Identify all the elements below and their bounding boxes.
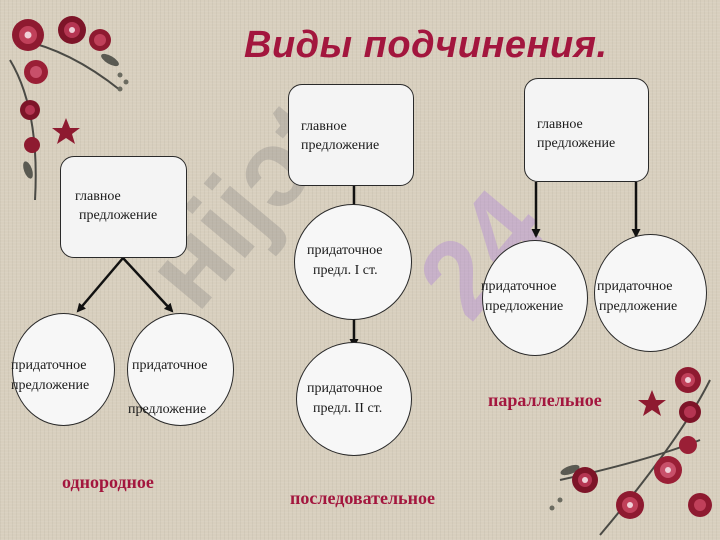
subordinate-line1: придаточное bbox=[11, 358, 87, 373]
caption-sequential: последовательное bbox=[290, 488, 435, 508]
caption-parallel: параллельное bbox=[488, 390, 602, 410]
caption-homogeneous: однородное bbox=[62, 472, 154, 492]
flower-icon bbox=[688, 493, 712, 517]
flower-icon bbox=[24, 60, 48, 84]
main-clause-line2: предложение bbox=[301, 138, 380, 153]
arrows-parallel bbox=[531, 182, 641, 238]
subordinate-oval-sequential-2: придаточное предл. II ст. bbox=[296, 342, 412, 456]
subordinate-oval-sequential-1: придаточное предл. I ст. bbox=[294, 204, 412, 320]
flower-icon bbox=[89, 29, 111, 51]
flower-icon bbox=[675, 367, 701, 393]
main-clause-line1: главное bbox=[537, 117, 583, 132]
flower-icon bbox=[12, 19, 44, 51]
subordinate-oval-parallel-left: придаточное предложение bbox=[481, 240, 588, 356]
subordinate-line2: предложение bbox=[128, 402, 207, 417]
subordinate-line1: придаточное bbox=[307, 243, 383, 258]
subordinate-line2: предл. II ст. bbox=[313, 401, 383, 416]
flower-icon bbox=[679, 401, 701, 423]
flower-cluster-bottom-right bbox=[549, 367, 712, 536]
subordinate-line2: предложение bbox=[11, 378, 90, 393]
flower-icon bbox=[616, 491, 644, 519]
main-clause-box-parallel: главное предложение bbox=[524, 78, 649, 182]
subordinate-line1: придаточное bbox=[597, 279, 673, 294]
arrows-homogeneous bbox=[76, 257, 174, 313]
star-icon bbox=[638, 390, 666, 416]
subordinate-line1: придаточное bbox=[481, 279, 557, 294]
page-title: Виды подчинения. bbox=[244, 24, 608, 66]
subordinate-line2: предложение bbox=[485, 299, 564, 314]
main-clause-line2: предложение bbox=[79, 208, 158, 223]
flower-icon bbox=[24, 137, 40, 153]
flower-icon bbox=[58, 16, 86, 44]
flower-icon bbox=[654, 456, 682, 484]
main-clause-box-homogeneous: главное предложение bbox=[60, 156, 187, 258]
star-icon bbox=[52, 118, 80, 144]
subordinate-line1: придаточное bbox=[132, 358, 208, 373]
flower-icon bbox=[20, 100, 40, 120]
main-clause-box-sequential: главное предложение bbox=[288, 84, 414, 186]
main-clause-line1: главное bbox=[75, 189, 121, 204]
subordinate-line1: придаточное bbox=[307, 381, 383, 396]
flower-cluster-top-left bbox=[9, 16, 129, 201]
flower-icon bbox=[679, 436, 697, 454]
main-clause-line2: предложение bbox=[537, 136, 616, 151]
flower-icon bbox=[572, 467, 598, 493]
subordinate-oval-homogeneous-left: придаточное предложение bbox=[11, 313, 115, 426]
subordinate-line2: предложение bbox=[599, 299, 678, 314]
main-clause-line1: главное bbox=[301, 119, 347, 134]
subordinate-oval-parallel-right: придаточное предложение bbox=[594, 234, 707, 352]
subordinate-line2: предл. I ст. bbox=[313, 263, 378, 278]
subordinate-oval-homogeneous-right: придаточное предложение bbox=[127, 313, 234, 426]
